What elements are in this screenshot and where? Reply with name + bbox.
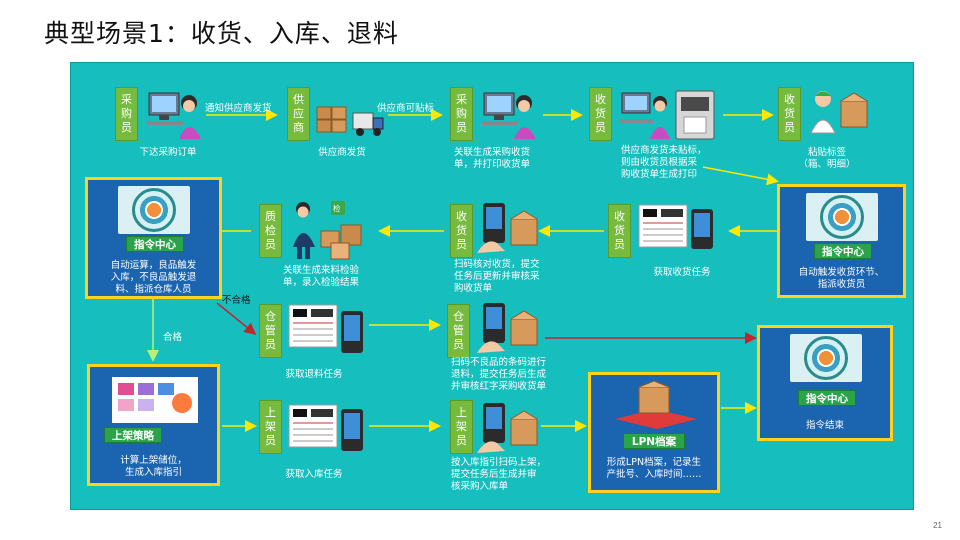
role-receiver-1: 收货员	[589, 87, 612, 141]
role-inspector: 质检员	[259, 204, 282, 258]
putaway-strategy-box: 上架策略 计算上架储位，生成入库指引	[87, 364, 220, 486]
purchaser-at-computer-icon	[482, 92, 536, 139]
caption-lpn: 形成LPN档案，记录生产批号、入库时间……	[606, 457, 702, 480]
role-warehouse-1: 仓管员	[259, 304, 282, 358]
arrow-rejected	[216, 302, 257, 335]
label-rejected: 不合格	[222, 295, 251, 306]
role-putaway-2: 上架员	[450, 400, 473, 454]
caption-receiver-4: 获取收货任务	[653, 267, 711, 278]
role-warehouse-2: 仓管员	[447, 304, 470, 358]
task-sheet-and-phone-icon	[288, 304, 363, 353]
caption-inspector: 关联生成来料检验单，录入检验结果	[283, 265, 360, 288]
handheld-scanner-with-box-icon	[477, 403, 538, 453]
handheld-scanner-with-box-icon	[477, 203, 538, 253]
command-center-tag: 指令中心	[798, 390, 856, 406]
handheld-scanner-with-box-icon	[477, 303, 538, 353]
flow-arrows	[147, 109, 779, 432]
purchaser-at-computer-icon	[147, 92, 201, 139]
command-center-box-1: 指令中心 自动运算，良品触发入库，不良品触发退料、指派仓库人员	[85, 177, 222, 299]
putaway-strategy-tag: 上架策略	[104, 427, 162, 443]
caption-putaway-1: 获取入库任务	[285, 469, 343, 480]
label-notify-supplier: 通知供应商发货	[205, 103, 272, 114]
task-sheet-and-phone-icon	[288, 404, 363, 451]
command-center-logo	[790, 334, 862, 382]
task-sheet-and-phone-icon	[638, 204, 713, 249]
caption-purchaser-1: 下达采购订单	[139, 147, 197, 158]
caption-supplier: 供应商发货	[318, 147, 366, 158]
caption-command-3: 指令结束	[805, 420, 844, 431]
lpn-box-on-tablet-icon	[615, 380, 697, 429]
lpn-archive-tag: LPN档案	[623, 433, 685, 449]
label-supplier-label: 供应商可贴标	[377, 103, 435, 114]
role-supplier: 供应商	[287, 87, 310, 141]
caption-warehouse-1: 获取退料任务	[285, 369, 343, 380]
arrow-receiver-to-command	[702, 166, 779, 186]
label-qualified: 合格	[163, 332, 183, 343]
caption-command-2: 自动触发收货环节、指派收货员	[798, 267, 885, 290]
receiver-with-label-printer-icon	[620, 90, 715, 140]
worker-with-box-icon	[810, 91, 868, 134]
command-center-tag: 指令中心	[126, 236, 184, 252]
boxes-and-truck-icon	[316, 106, 384, 136]
command-center-logo	[118, 186, 190, 234]
workflow-panel: 通知供应商发货 供应商可贴标 不合格 合格 采购员 下达采购订单 供应商 供应商…	[70, 62, 914, 510]
role-receiver-2: 收货员	[778, 87, 801, 141]
role-purchaser-1: 采购员	[115, 87, 138, 141]
command-center-box-3: 指令中心 指令结束	[757, 325, 893, 441]
putaway-strategy-chart-icon	[112, 377, 198, 423]
page-title: 典型场景1：收货、入库、退料	[44, 19, 399, 48]
inspector-with-boxes-icon	[293, 201, 362, 260]
caption-receiver-1: 供应商发货未贴标，则由收货员根据采购收货单生成打印	[621, 145, 707, 180]
role-purchaser-2: 采购员	[450, 87, 473, 141]
command-center-logo	[806, 193, 878, 241]
caption-receiver-3: 扫码核对收货，提交任务后更新并审核采购收货单	[454, 259, 540, 294]
caption-receiver-2: 粘贴标签（箱、明细）	[798, 147, 856, 170]
caption-purchaser-2: 关联生成采购收货单，并打印收货单	[454, 147, 531, 170]
caption-command-1: 自动运算，良品触发入库，不良品触发退料、指派仓库人员	[110, 260, 197, 295]
caption-strategy: 计算上架储位，生成入库指引	[120, 455, 187, 478]
command-center-box-2: 指令中心 自动触发收货环节、指派收货员	[777, 184, 906, 298]
check-badge: 检	[333, 204, 341, 213]
lpn-archive-box: LPN档案 形成LPN档案，记录生产批号、入库时间……	[588, 372, 720, 493]
role-receiver-4: 收货员	[608, 204, 631, 258]
command-center-tag: 指令中心	[814, 243, 872, 259]
caption-putaway-2: 按入库指引扫码上架，提交任务后生成并审核采购入库单	[451, 457, 547, 492]
caption-warehouse-2: 扫码不良品的条码进行退料，提交任务后生成并审核红字采购收货单	[451, 357, 547, 392]
role-putaway-1: 上架员	[259, 400, 282, 454]
page-number: 21	[933, 521, 942, 530]
role-receiver-3: 收货员	[450, 204, 473, 258]
